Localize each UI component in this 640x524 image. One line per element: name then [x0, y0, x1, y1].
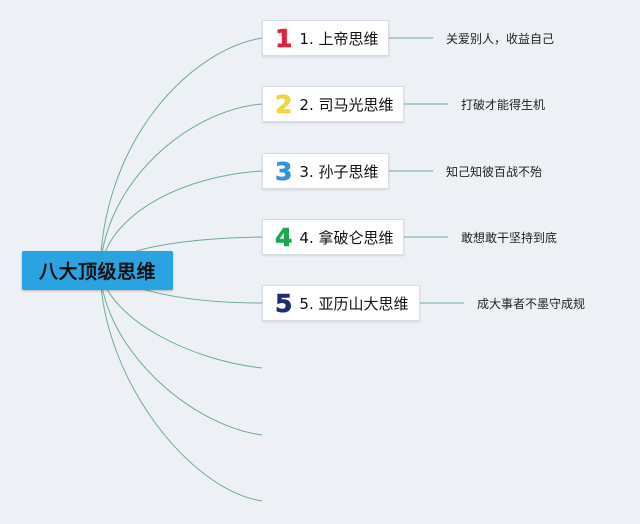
- number-four-icon: 4: [275, 222, 293, 252]
- connector-branch-2: [99, 103, 263, 272]
- number-two-icon: 2: [275, 89, 293, 119]
- branch-label-1: 1. 上帝思维: [299, 29, 379, 48]
- branch-node-3[interactable]: 3 3. 孙子思维: [262, 153, 389, 189]
- branch-label-3: 3. 孙子思维: [299, 162, 379, 181]
- connector-empty-8: [99, 270, 263, 502]
- branch-label-4: 4. 拿破仑思维: [299, 228, 394, 247]
- number-five-icon: 5: [275, 288, 293, 318]
- central-topic[interactable]: 八大顶级思维: [22, 251, 173, 290]
- connector-branch-1: [99, 37, 263, 272]
- leaf-text-4[interactable]: 敢想敢干坚持到底: [461, 231, 558, 245]
- leaf-text-3[interactable]: 知己知彼百战不殆: [446, 165, 543, 179]
- number-one-icon: 1: [275, 23, 293, 53]
- branch-node-2[interactable]: 2 2. 司马光思维: [262, 86, 404, 122]
- connector-branch-3: [99, 170, 263, 272]
- connector-empty-7: [99, 270, 263, 436]
- leaf-text-1[interactable]: 关爱别人，收益自己: [446, 32, 555, 46]
- leaf-text-5[interactable]: 成大事者不墨守成规: [477, 297, 586, 311]
- branch-node-5[interactable]: 5 5. 亚历山大思维: [262, 285, 420, 321]
- central-topic-label: 八大顶级思维: [38, 261, 156, 283]
- leaf-text-2[interactable]: 打破才能得生机: [461, 98, 546, 112]
- branch-label-5: 5. 亚历山大思维: [299, 294, 409, 313]
- branch-label-2: 2. 司马光思维: [299, 95, 394, 114]
- branch-node-4[interactable]: 4 4. 拿破仑思维: [262, 219, 404, 255]
- branch-node-1[interactable]: 1 1. 上帝思维: [262, 20, 389, 56]
- number-three-icon: 3: [275, 156, 293, 186]
